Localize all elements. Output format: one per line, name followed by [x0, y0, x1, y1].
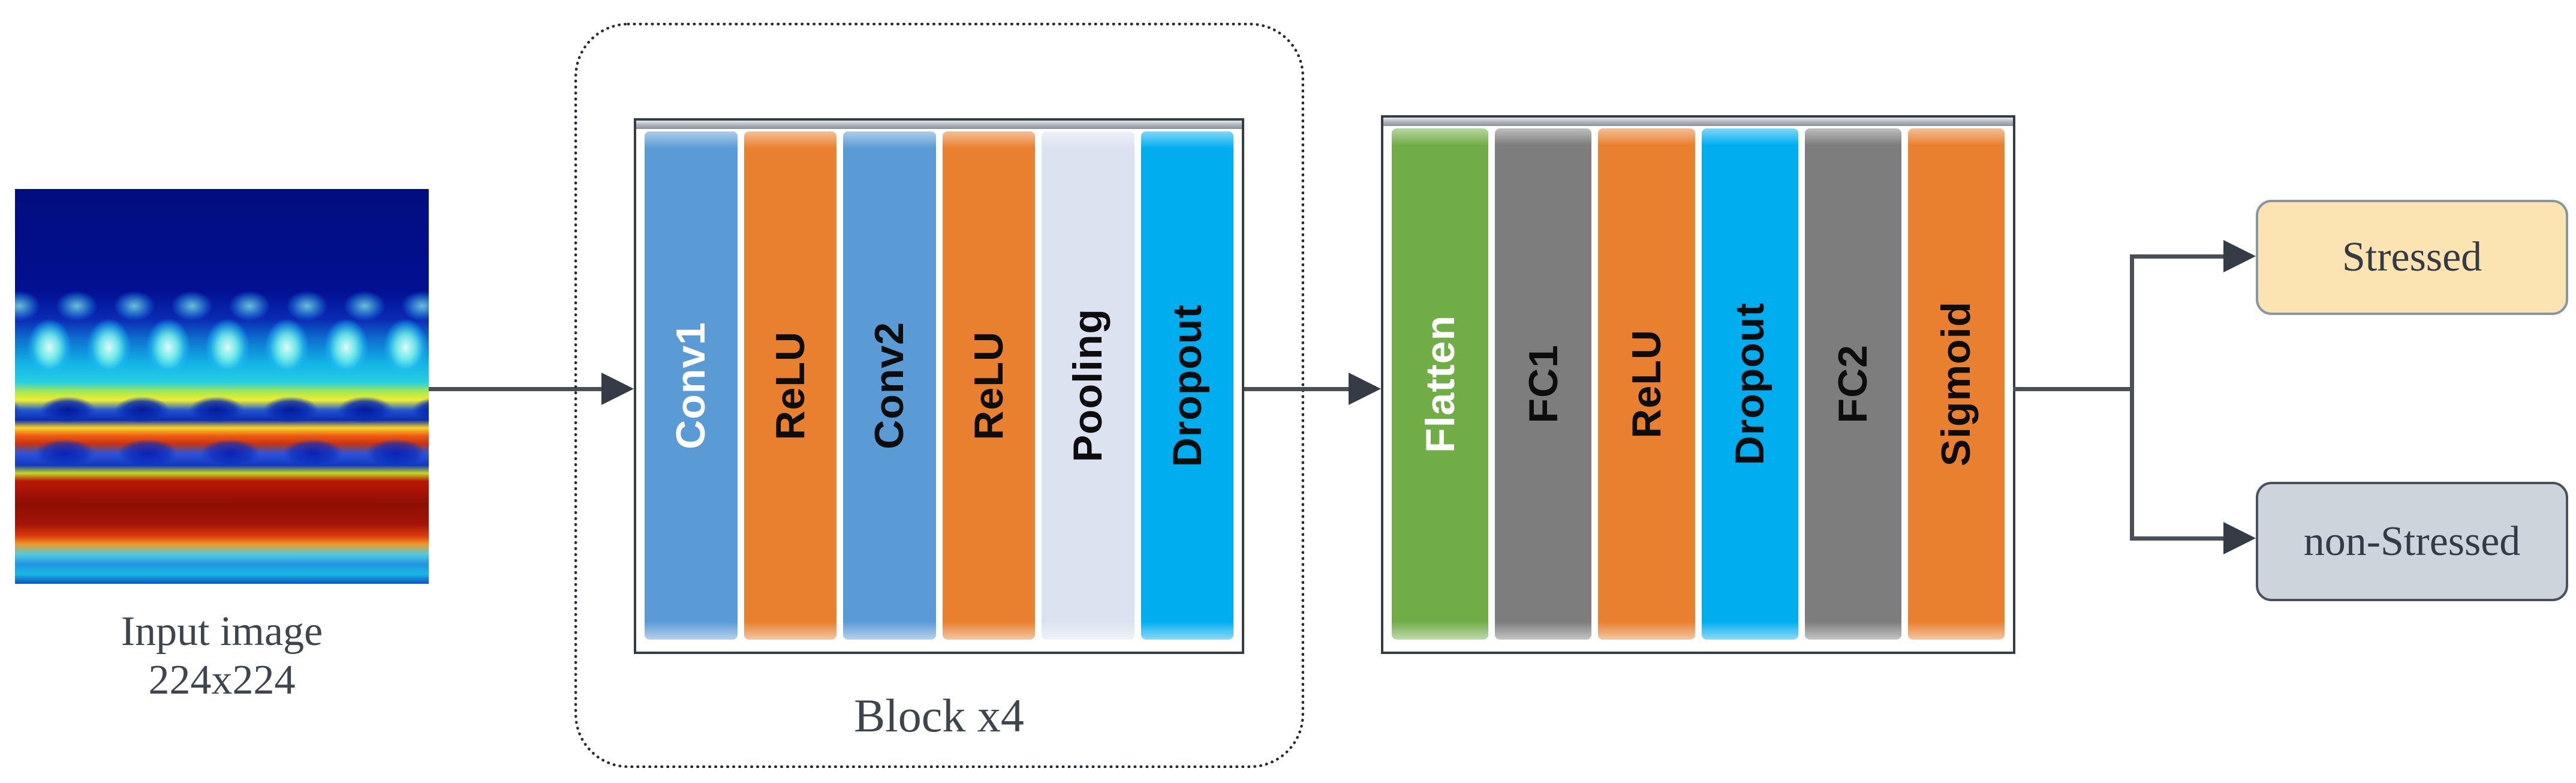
- layer-label-dropout1: Dropout: [1164, 304, 1210, 467]
- layer-label-relu1: ReLU: [767, 331, 813, 440]
- layer-label-conv2: Conv2: [866, 322, 913, 449]
- layer-bar-conv2: Conv2: [843, 131, 936, 640]
- input-image-caption: Input image 224x224: [0, 607, 444, 704]
- layer-label-flatten: Flatten: [1417, 315, 1463, 453]
- classifier-block-layers: Flatten FC1 ReLU Dropout FC2 Sigmoid: [1392, 128, 2005, 640]
- connector-input-to-conv-block: [429, 387, 604, 391]
- conv-block-caption: Block x4: [854, 689, 1024, 742]
- layer-label-relu3: ReLU: [1623, 329, 1669, 439]
- input-caption-line1: Input image: [121, 608, 323, 655]
- classifier-block: Flatten FC1 ReLU Dropout FC2 Sigmoid: [1381, 115, 2015, 654]
- arrowhead-into-fc-block-icon: [1349, 373, 1381, 405]
- layer-label-sigmoid: Sigmoid: [1933, 301, 1979, 467]
- output-non-stressed-box: non-Stressed: [2256, 482, 2568, 601]
- output-stressed-box: Stressed: [2256, 200, 2568, 315]
- layer-bar-relu2: ReLU: [942, 131, 1035, 640]
- input-caption-line2: 224x224: [148, 657, 296, 704]
- connector-to-non-stressed: [2132, 536, 2223, 541]
- layer-bar-dropout1: Dropout: [1140, 131, 1233, 640]
- conv-block-layers: Conv1 ReLU Conv2 ReLU Pooling Dropout: [645, 131, 1233, 640]
- connector-fc-block-exit: [2013, 387, 2134, 391]
- connector-branch-vertical: [2130, 254, 2134, 541]
- layer-label-fc1: FC1: [1520, 344, 1566, 424]
- layer-bar-pooling: Pooling: [1042, 131, 1134, 640]
- connector-to-stressed: [2132, 254, 2223, 259]
- layer-bar-flatten: Flatten: [1392, 128, 1489, 640]
- block-repeat-outline: [574, 23, 1304, 768]
- layer-label-conv1: Conv1: [668, 322, 714, 449]
- input-spectrogram-image: [15, 189, 429, 584]
- layer-bar-relu3: ReLU: [1598, 128, 1695, 640]
- layer-label-dropout2: Dropout: [1727, 302, 1773, 466]
- layer-bar-dropout2: Dropout: [1701, 128, 1798, 640]
- arrowhead-into-stressed-icon: [2223, 240, 2256, 272]
- layer-bar-fc1: FC1: [1495, 128, 1592, 640]
- layer-bar-fc2: FC2: [1804, 128, 1901, 640]
- output-non-stressed-label: non-Stressed: [2303, 518, 2521, 565]
- layer-label-pooling: Pooling: [1065, 308, 1111, 463]
- layer-bar-relu1: ReLU: [744, 131, 836, 640]
- layer-bar-sigmoid: Sigmoid: [1907, 128, 2005, 640]
- connector-conv-to-fc-block: [1244, 387, 1349, 391]
- arrowhead-into-conv-block-icon: [601, 373, 634, 405]
- conv-block: Conv1 ReLU Conv2 ReLU Pooling Dropout: [634, 118, 1244, 654]
- output-stressed-label: Stressed: [2342, 234, 2482, 280]
- layer-label-fc2: FC2: [1830, 344, 1876, 424]
- layer-label-relu2: ReLU: [965, 331, 1012, 440]
- layer-bar-conv1: Conv1: [645, 131, 738, 640]
- arrowhead-into-non-stressed-icon: [2223, 522, 2256, 554]
